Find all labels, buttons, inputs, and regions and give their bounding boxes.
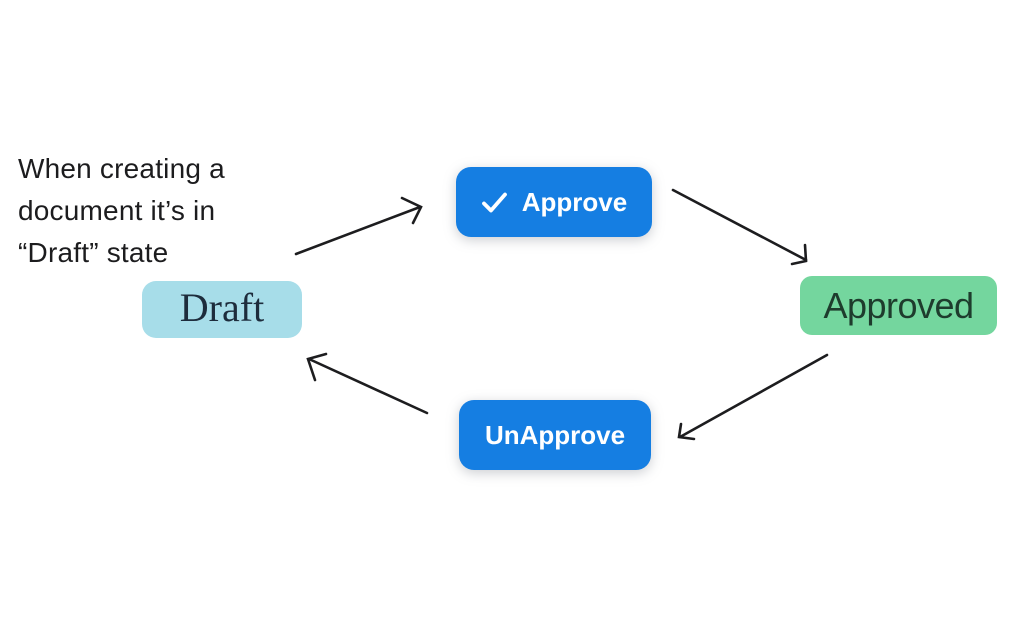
note-line-2: document it’s in: [18, 195, 216, 226]
unapprove-button-label: UnApprove: [484, 419, 626, 450]
approved-state-label: Approved: [823, 284, 974, 326]
arrow-approve-to-approved: [671, 188, 808, 266]
approve-button[interactable]: Approve: [456, 167, 652, 237]
draft-state-chip: Draft: [142, 281, 302, 338]
draft-state-note: When creating a document it’s in “Draft”…: [18, 148, 298, 274]
arrow-draft-to-approve: [294, 196, 423, 256]
note-line-1: When creating a: [18, 153, 225, 184]
approved-state-chip: Approved: [800, 276, 997, 335]
check-icon: [481, 191, 508, 214]
arrow-approved-to-unapprove: [677, 353, 829, 441]
unapprove-button[interactable]: UnApprove: [459, 400, 651, 470]
draft-state-label: Draft: [179, 285, 265, 330]
arrow-unapprove-to-draft: [306, 352, 429, 415]
approve-button-label: Approve: [521, 186, 628, 217]
note-line-3: “Draft” state: [18, 237, 169, 268]
